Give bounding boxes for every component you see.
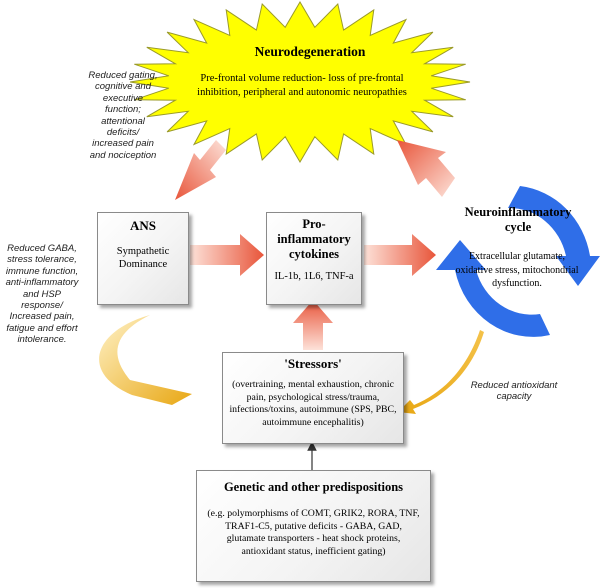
arrow-neurodegeneration-to-ans [175,140,226,200]
genetic-body: (e.g. polymorphisms of COMT, GRIK2, RORA… [207,508,420,557]
neurodegeneration-starburst [129,1,471,163]
arrow-cytokines-to-cycle [364,234,436,276]
note-top-left: Reduced gating, cognitive and executive … [88,70,158,161]
note-right: Reduced antioxidant capacity [470,380,558,403]
cytokines-body: IL-1b, 1L6, TNF-a [274,271,354,282]
arrow-cycle-to-neurodegeneration [397,140,455,197]
cytokines-title: Pro-inflammatory cytokines [277,217,351,261]
stressors-body: (overtraining, mental exhaustion, chroni… [229,379,397,428]
cycle-arrow-lower [436,240,550,337]
cycle-arrows [436,186,600,337]
note-left: Reduced GABA, stress tolerance, immune f… [5,243,79,346]
cycle-body: Extracellular glutamate, oxidative stres… [455,251,579,289]
arrow-ans-to-cytokines [190,234,264,276]
cycle-arrow-upper [508,186,600,286]
neurodegeneration-body: Pre-frontal volume reduction- loss of pr… [197,73,407,98]
genetic-title: Genetic and other predispositions [223,480,404,494]
cytokines-box: Pro-inflammatory cytokines IL-1b, 1L6, T… [266,212,362,305]
arrow-stressors-to-cytokines [293,300,333,350]
neurodegeneration-title: Neurodegeneration [254,44,366,59]
cycle-title: Neuroinflammatory cycle [464,205,572,234]
ans-box: ANS Sympathetic Dominance [97,212,189,305]
ans-title: ANS [129,218,156,233]
stressors-title: 'Stressors' [284,356,342,371]
arrow-cycle-to-stressors [398,330,484,414]
stressors-box: 'Stressors' (overtraining, mental exhaus… [222,352,404,444]
arrow-ans-to-stressors [99,315,192,405]
ans-body: Sympathetic Dominance [116,246,170,270]
genetic-box: Genetic and other predispositions (e.g. … [196,470,431,582]
